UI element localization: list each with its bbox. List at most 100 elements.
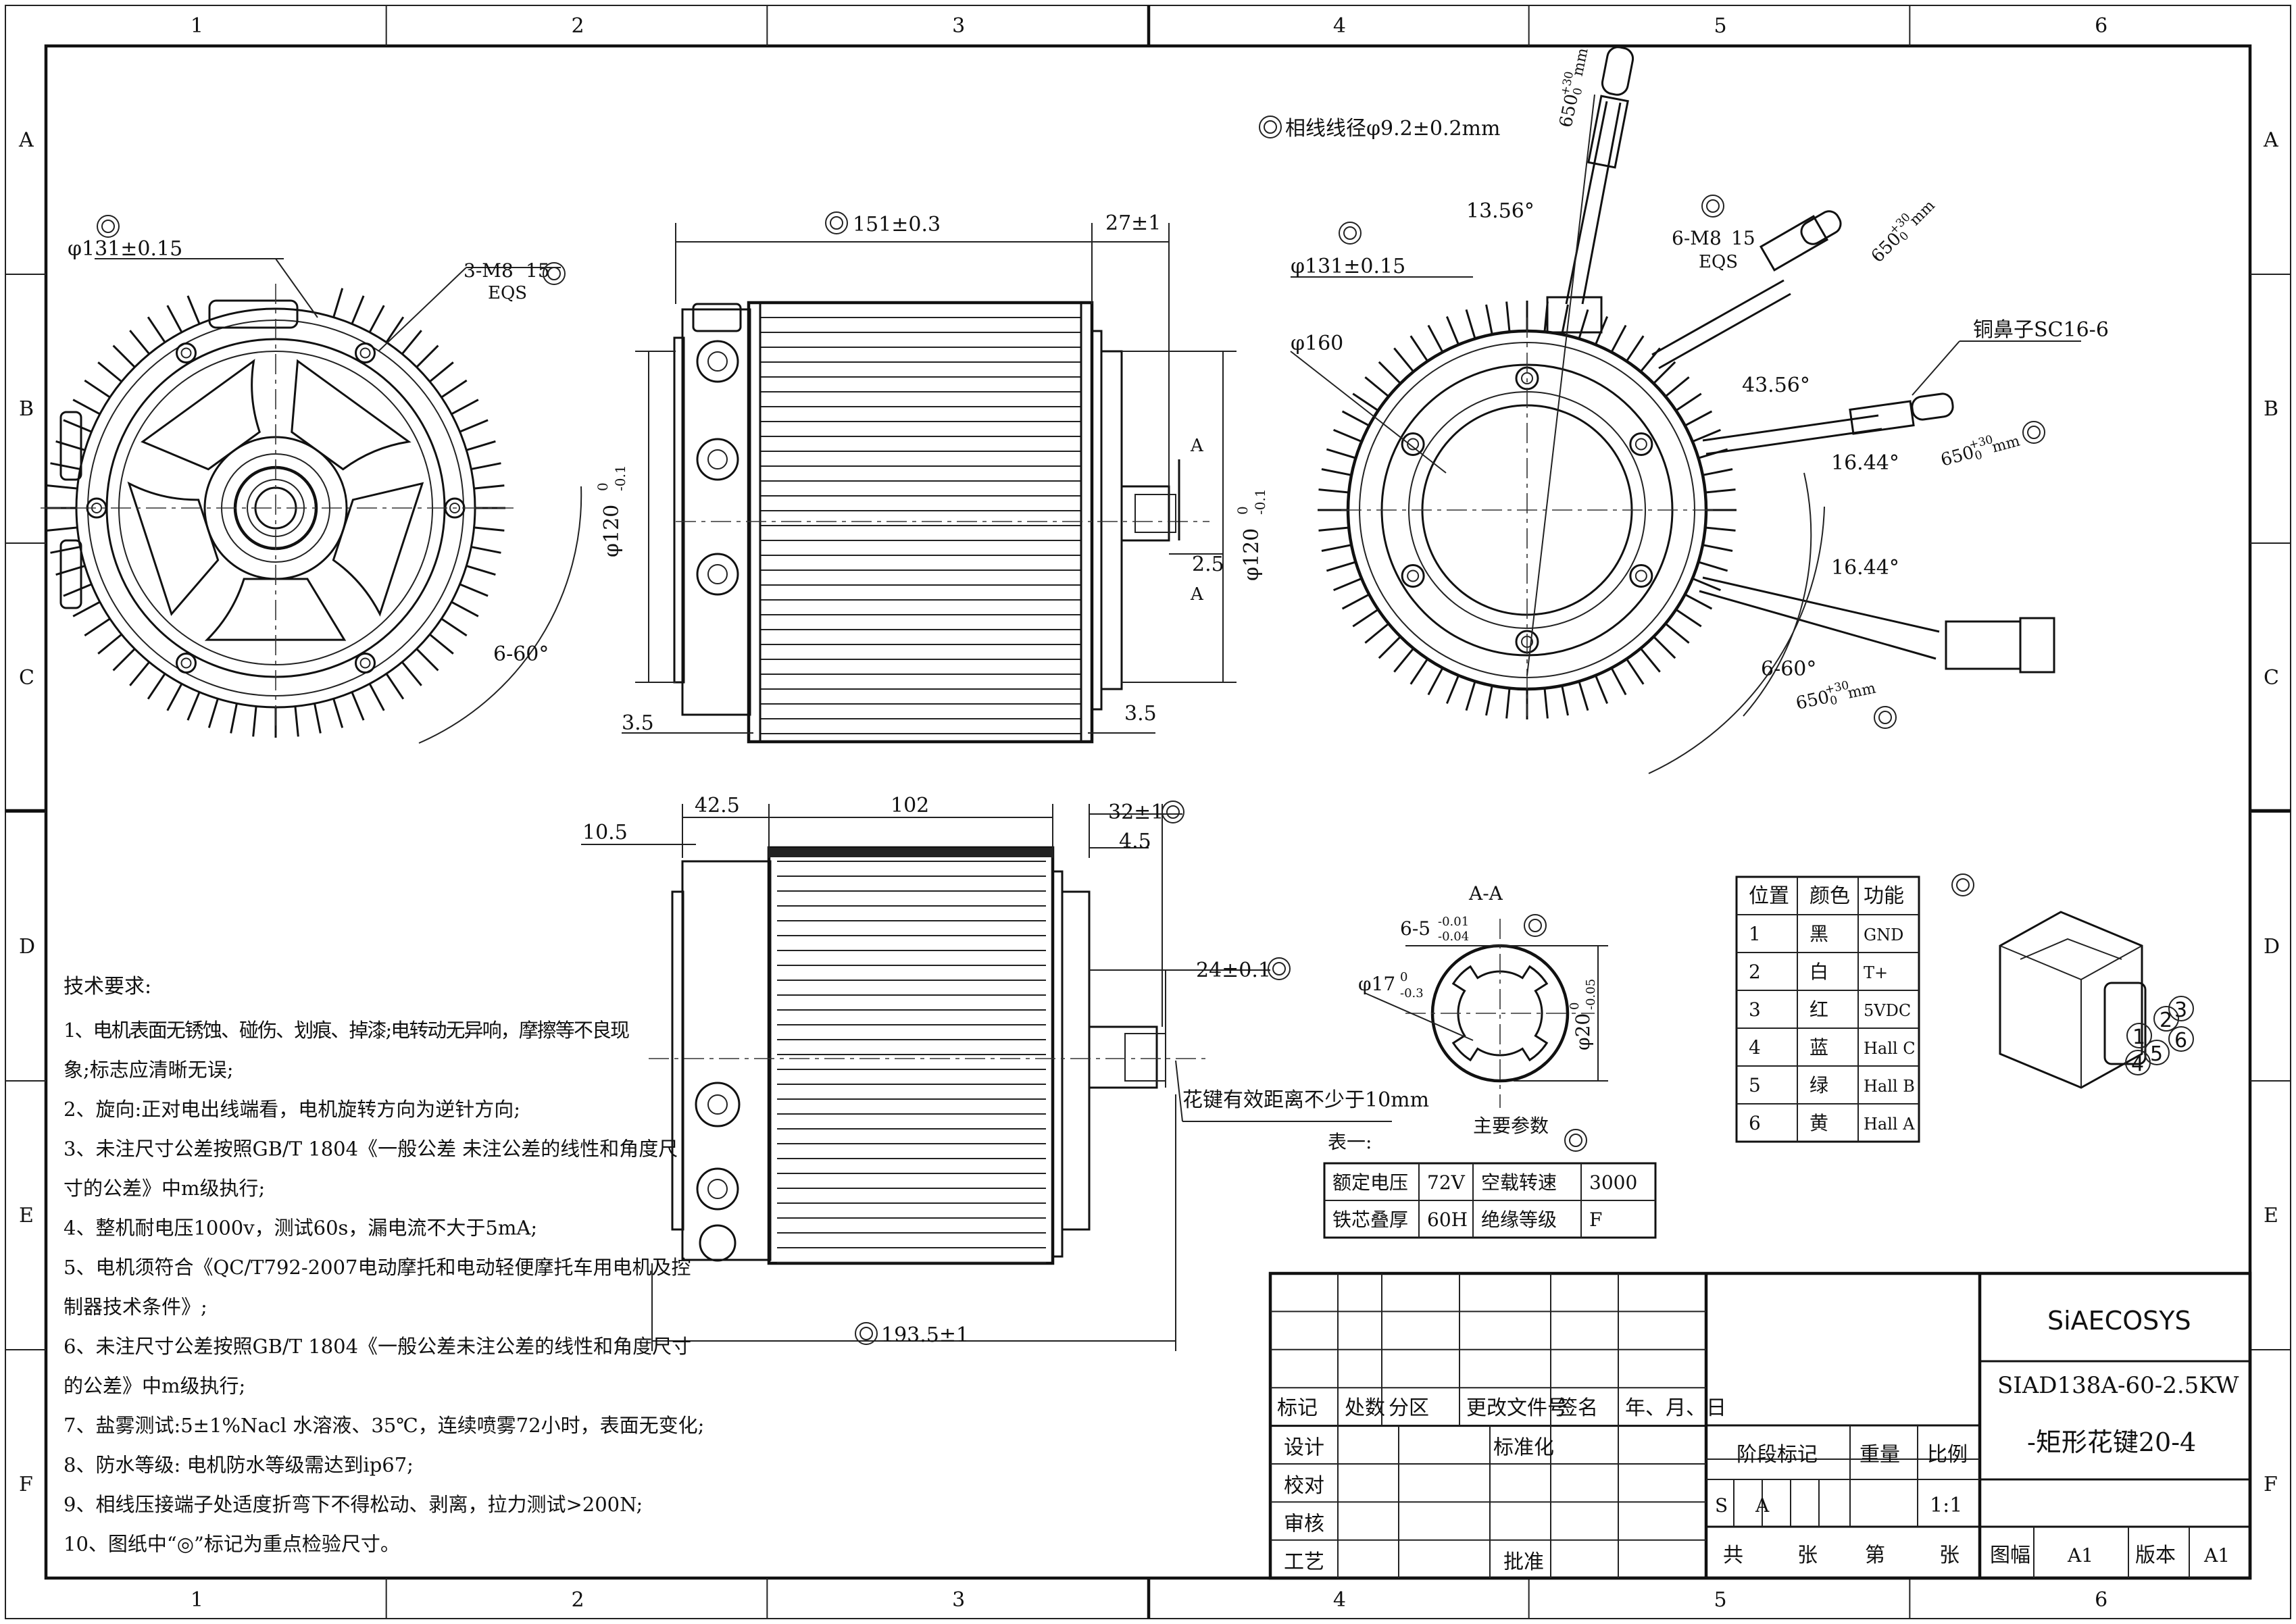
tech-line: 4、整机耐电压1000v，测试60s，漏电流不大于5mA;: [64, 1217, 537, 1240]
version-value: A1: [2203, 1544, 2230, 1567]
weight-label: 重量: [1860, 1443, 1900, 1467]
section-key: 6-5: [1400, 917, 1430, 940]
std-label: 标准化: [1493, 1436, 1554, 1460]
hall-gland: [1546, 296, 1603, 334]
pin-table-cell: Hall C: [1864, 1039, 1916, 1058]
front-view: [41, 258, 582, 744]
tech-line: 寸的公差》中m级执行;: [64, 1177, 265, 1200]
company-name: SiAECOSYS: [2047, 1306, 2191, 1336]
sheet-label: 张: [1939, 1544, 1960, 1567]
connector-pin-label: 4: [2131, 1052, 2144, 1076]
pin-table-cell: 5: [1749, 1074, 1761, 1096]
tech-requirements: 1、电机表面无锈蚀、碰伤、划痕、掉漆;电转动无异响，摩擦等不良现象;标志应清晰无…: [64, 1019, 704, 1556]
svg-text:mm: mm: [1570, 47, 1592, 78]
size-value: A1: [2067, 1544, 2093, 1567]
bottom-d-193: 193.5±1: [881, 1323, 969, 1347]
params-cell: 额定电压: [1332, 1171, 1408, 1194]
rear-bolts-label: 6-M8: [1672, 227, 1722, 249]
rear-angle-13: 13.56°: [1466, 199, 1534, 223]
tech-line: 6、未注尺寸公差按照GB/T 1804《一般公差未注公差的线性和角度尺寸: [64, 1335, 691, 1358]
bottom-view: [581, 804, 1392, 1351]
pin-table-cell: 6: [1749, 1112, 1761, 1134]
pin-table-cell: Hall A: [1864, 1115, 1915, 1134]
pin-table-cell: 3: [1749, 998, 1761, 1021]
pin-table-header: 颜色: [1810, 884, 1850, 908]
col-label-top: 1: [191, 14, 203, 38]
front-dia-label: φ131±0.15: [68, 237, 182, 261]
rev-header: 标记: [1277, 1396, 1318, 1420]
section-key-low: -0.04: [1438, 930, 1469, 944]
rear-eqs: EQS: [1699, 252, 1738, 272]
row-label-right: D: [2264, 935, 2280, 959]
section-d17-low: -0.3: [1400, 986, 1424, 1000]
wire-len-2: 650 +30 0 mm: [1868, 197, 1939, 267]
rev-header: 年、月、日: [1625, 1396, 1726, 1420]
section-aa-view: [1364, 919, 1608, 1108]
tech-line: 9、相线压接端子处适度折弯下不得松动、剥离，拉力测试>200N;: [64, 1493, 643, 1516]
section-mark-bottom: A: [1190, 584, 1204, 605]
row-label-right: C: [2264, 666, 2279, 690]
params-title: 主要参数: [1473, 1115, 1549, 1137]
section-d17-up: 0: [1400, 970, 1407, 984]
connector-pin-label: 6: [2174, 1029, 2187, 1052]
pin-table-cell: 4: [1749, 1036, 1761, 1059]
svg-text:0: 0: [1973, 449, 1984, 463]
params-cell: F: [1589, 1209, 1602, 1231]
side-pilot-dia-right: φ120: [1240, 528, 1264, 581]
side-length: 151±0.3: [853, 213, 941, 236]
rear-dia-131: φ131±0.15: [1291, 255, 1405, 278]
row-label-left: A: [18, 128, 34, 152]
rear-view: [1290, 46, 2055, 774]
params-cell: 绝缘等级: [1481, 1209, 1557, 1231]
side-shaft-step: 2.5: [1192, 553, 1224, 576]
pin-table-cell: T+: [1864, 963, 1888, 982]
total-label: 共: [1723, 1544, 1743, 1567]
section-mark-top: A: [1190, 436, 1204, 456]
rev-header: 签名: [1557, 1396, 1598, 1420]
params-cell: 铁芯叠厚: [1332, 1209, 1408, 1231]
col-label-bottom: 1: [191, 1588, 203, 1612]
connector-3d-icon: [1999, 911, 2147, 1089]
hall-connector: [1945, 620, 2022, 670]
section-d20-low: -0.05: [1584, 979, 1598, 1010]
side-left-gap: 3.5: [622, 711, 654, 735]
side-right-low: -0.1: [1252, 488, 1268, 515]
col-label-top: 3: [952, 14, 965, 38]
side-pilot-low: -0.1: [612, 465, 628, 491]
version-label: 版本: [2135, 1544, 2176, 1567]
connector-pin-label: 2: [2160, 1009, 2172, 1032]
svg-text:650: 650: [1556, 93, 1583, 130]
connector-pin-label: 5: [2150, 1042, 2163, 1066]
pin-table-cell: 绿: [1810, 1074, 1828, 1096]
rear-angle-43: 43.56°: [1742, 374, 1810, 397]
col-label-top: 4: [1333, 14, 1346, 38]
svg-text:mm: mm: [1990, 433, 2022, 457]
tech-line: 象;标志应清晰无误;: [64, 1059, 234, 1082]
key-mark-icon: [543, 262, 566, 285]
row-label-right: E: [2264, 1204, 2278, 1227]
wire-len-1: 650 +30 0 mm: [1556, 47, 1592, 130]
title-block: [1268, 1271, 2252, 1580]
row-label-right: A: [2263, 128, 2278, 152]
pin-table-cell: 白: [1810, 961, 1828, 983]
col-label-bottom: 2: [572, 1588, 584, 1612]
wire-len-3: 650 +30 0 mm: [1939, 433, 2022, 471]
col-label-bottom: 4: [1333, 1588, 1346, 1612]
scale-value: 1:1: [1930, 1494, 1962, 1517]
params-table-label: 表一:: [1328, 1131, 1372, 1153]
svg-text:0: 0: [1829, 694, 1839, 709]
role-label: 设计: [1284, 1436, 1324, 1460]
front-bolts-label: 3-M8: [464, 259, 514, 282]
section-d20-up: 0: [1568, 1003, 1582, 1010]
svg-text:0: 0: [1571, 86, 1586, 97]
bottom-d-24: 24±0.1: [1196, 959, 1271, 982]
pin-table-header: 功能: [1864, 884, 1904, 908]
params-cell: 72V: [1427, 1171, 1466, 1194]
pin-table-header: 位置: [1749, 884, 1789, 908]
stage-label: 阶段标记: [1737, 1443, 1818, 1467]
page-label: 第: [1865, 1544, 1885, 1567]
row-label-left: D: [19, 935, 35, 959]
scale-label: 比例: [1927, 1443, 1968, 1467]
rear-phase-wire: 相线线径φ9.2±0.2mm: [1285, 117, 1500, 141]
